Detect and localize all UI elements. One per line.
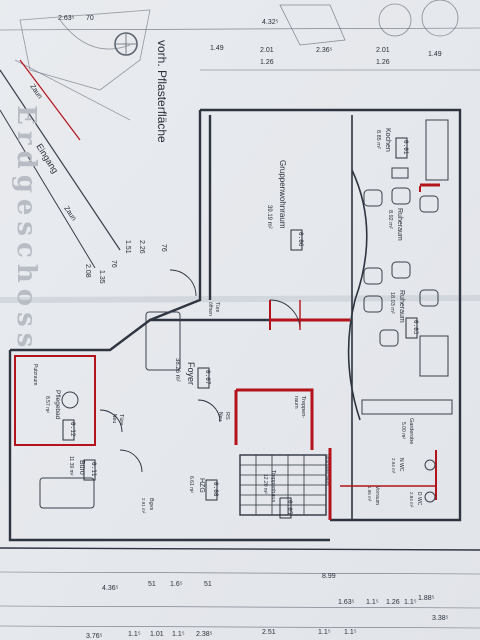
- svg-text:2.38⁵: 2.38⁵: [196, 631, 213, 638]
- room-area: 5.00 m²: [400, 422, 406, 439]
- room-sub: raum: [293, 396, 299, 409]
- paving-label: vorh. Pflasterfläche: [155, 40, 169, 143]
- svg-text:2.08: 2.08: [84, 264, 91, 278]
- staircase: [239, 454, 327, 516]
- new-walls: [14, 183, 440, 520]
- svg-text:3.76⁵: 3.76⁵: [86, 633, 103, 640]
- room-area: 1.95 m²: [367, 486, 372, 502]
- svg-text:1.1⁵: 1.1⁵: [366, 599, 379, 606]
- svg-text:1.88⁵: 1.88⁵: [418, 595, 435, 602]
- svg-text:70: 70: [86, 15, 94, 22]
- room-number: 0.07: [204, 370, 211, 385]
- svg-text:1.1⁵: 1.1⁵: [172, 631, 185, 638]
- room-name: Pflegebad: [54, 390, 61, 420]
- room-sub: Neu: [217, 412, 223, 421]
- garden-sketch: [14, 0, 459, 121]
- left-dimensions: 1.51 2.26 2.08 1.35 76 76: [84, 240, 167, 284]
- paper-fold: [0, 295, 480, 303]
- svg-text:1.01: 1.01: [150, 631, 164, 638]
- svg-text:1.35: 1.35: [98, 270, 105, 284]
- room-name: Vorraum: [374, 486, 380, 505]
- svg-text:1.49: 1.49: [210, 45, 224, 52]
- svg-text:1.26: 1.26: [386, 599, 400, 606]
- room-number-boxes: [62, 137, 418, 519]
- room-name: Foyer: [186, 362, 196, 385]
- room-number: 0.12: [69, 422, 76, 437]
- room-name: HZG: [198, 478, 205, 493]
- room-area: 2.94 m²: [391, 458, 396, 474]
- room-sub: Neu: [111, 414, 117, 423]
- room-area: 38.26 m²: [174, 358, 180, 382]
- svg-text:2.51: 2.51: [262, 629, 276, 636]
- room-area: 8.92 m²: [387, 210, 393, 229]
- room-name: Stromabschluss: [325, 454, 330, 487]
- bottom-dimensions: 4.36⁵ 51 1.6⁵ 51 8.99 1.63⁵ 1.1⁵ 1.26 1.…: [0, 547, 480, 640]
- room-area: 2.84 m²: [409, 492, 414, 508]
- room-name: RS: [224, 412, 230, 420]
- room-area: 12.20 m²: [262, 474, 268, 494]
- room-area: 8.57 m²: [44, 396, 50, 413]
- room-number: 0.03: [412, 320, 419, 335]
- svg-text:2.26: 2.26: [138, 240, 145, 254]
- room-area: 18.03 m²: [389, 292, 395, 314]
- room-name: N WC: [398, 458, 404, 472]
- room-name: Ruheraum: [396, 208, 403, 241]
- svg-text:2.01: 2.01: [260, 47, 274, 54]
- svg-text:4.32⁵: 4.32⁵: [262, 19, 279, 26]
- svg-text:1.26: 1.26: [260, 59, 274, 66]
- room-name: Treppenhaus: [270, 470, 276, 502]
- room-name: Büro: [78, 460, 85, 475]
- plan-title: Erdgeschoss: [11, 105, 41, 353]
- svg-text:1.26: 1.26: [376, 59, 390, 66]
- room-sub: öffnen: [207, 302, 213, 316]
- room-name: Kochen: [384, 128, 391, 152]
- svg-text:1.51: 1.51: [124, 240, 131, 254]
- svg-text:76: 76: [110, 260, 117, 268]
- svg-text:51: 51: [204, 581, 212, 588]
- svg-text:3.38⁵: 3.38⁵: [432, 615, 449, 622]
- svg-text:51: 51: [148, 581, 156, 588]
- svg-text:1.1⁵: 1.1⁵: [128, 631, 141, 638]
- room-number: 0.01: [402, 140, 409, 155]
- room-name: Türe: [118, 414, 124, 425]
- svg-text:2.63⁵: 2.63⁵: [58, 15, 75, 22]
- svg-text:1.6⁵: 1.6⁵: [170, 581, 183, 588]
- furniture: [39, 119, 453, 509]
- corridor-wall: [347, 169, 368, 421]
- room-number: 0.06: [297, 232, 304, 247]
- room-name: Putzraum: [32, 364, 38, 385]
- svg-text:8.99: 8.99: [322, 573, 336, 580]
- room-number: 0.05: [286, 500, 293, 515]
- svg-text:1.1⁵: 1.1⁵: [318, 629, 331, 636]
- svg-text:1.49: 1.49: [428, 51, 442, 58]
- svg-text:2.36⁵: 2.36⁵: [316, 47, 333, 54]
- svg-text:4.36⁵: 4.36⁵: [102, 585, 119, 592]
- svg-text:1.1⁵: 1.1⁵: [344, 629, 357, 636]
- room-area: 6.61 m²: [188, 476, 194, 493]
- room-name: Türe: [214, 302, 220, 313]
- room-name: Gruppenwohnraum: [278, 160, 287, 229]
- room-name: Bgvs: [148, 498, 154, 510]
- svg-text:1.1⁵: 1.1⁵: [404, 599, 417, 606]
- room-area: 39.19 m²: [266, 205, 272, 229]
- room-name: Garderobe: [408, 418, 414, 444]
- room-name: D WC: [416, 492, 422, 506]
- svg-text:1.63⁵: 1.63⁵: [338, 599, 355, 606]
- top-dimensions: 2.63⁵ 70 4.32⁵ 2.36⁵ 1.49 2.01 1.26 2.01…: [0, 15, 480, 71]
- room-labels: 0.01 Kochen 8.85 m² Ruheraum 8.92 m² 0.0…: [32, 128, 422, 515]
- room-area: 2.91 m²: [141, 498, 146, 514]
- room-area: 11.39 m²: [68, 456, 74, 476]
- svg-text:76: 76: [160, 244, 167, 252]
- room-area: 8.85 m²: [375, 130, 381, 149]
- room-number: 0.08: [212, 482, 219, 497]
- room-name: Ruheraum: [398, 290, 405, 323]
- room-number: 0.11: [90, 462, 97, 477]
- svg-text:2.01: 2.01: [376, 47, 390, 54]
- door-marks: [269, 186, 421, 330]
- room-name: Treppen-: [300, 396, 306, 418]
